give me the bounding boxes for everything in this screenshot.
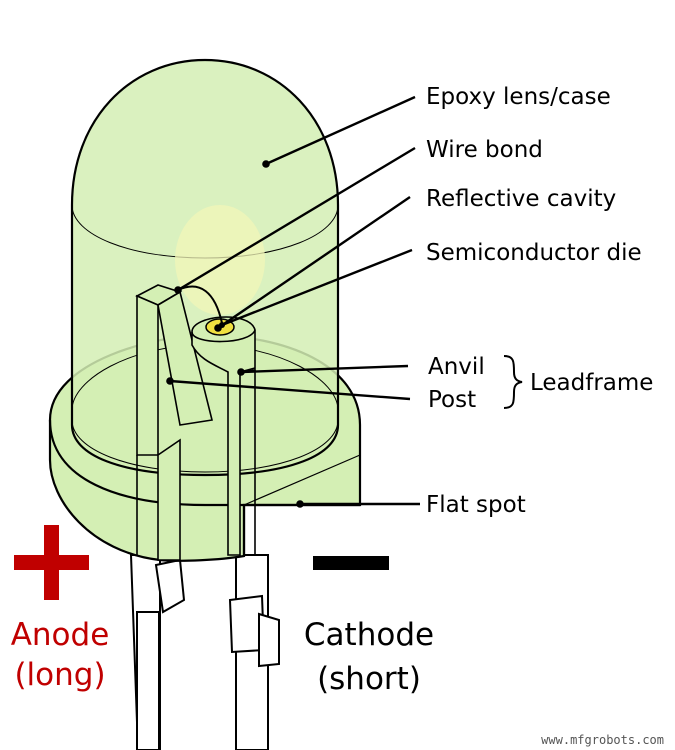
- cathode-label: Cathode: [304, 617, 434, 653]
- label-leadframe: Leadframe: [530, 370, 653, 396]
- leader-lines: [169, 95, 420, 506]
- minus-sign: [313, 556, 389, 570]
- cathode-leg: [228, 554, 280, 750]
- anode-label: Anode: [11, 617, 110, 653]
- plus-sign: [14, 525, 89, 600]
- label-wire-bond: Wire bond: [426, 137, 543, 163]
- watermark: www.mfgrobots.com: [541, 733, 664, 747]
- anode-leg: [129, 554, 186, 750]
- wire-bond: [177, 285, 223, 324]
- cathode-sublabel: (short): [317, 661, 421, 697]
- label-anvil: Anvil: [428, 354, 485, 380]
- label-post: Post: [428, 387, 476, 413]
- leadframe-brace: [503, 355, 523, 409]
- label-epoxy-lens: Epoxy lens/case: [426, 84, 611, 110]
- anode-sublabel: (long): [14, 657, 105, 693]
- label-semiconductor-die: Semiconductor die: [426, 240, 642, 266]
- label-reflective-cavity: Reflective cavity: [426, 186, 616, 212]
- leader-dots: [166, 160, 304, 508]
- label-flat-spot: Flat spot: [426, 492, 526, 518]
